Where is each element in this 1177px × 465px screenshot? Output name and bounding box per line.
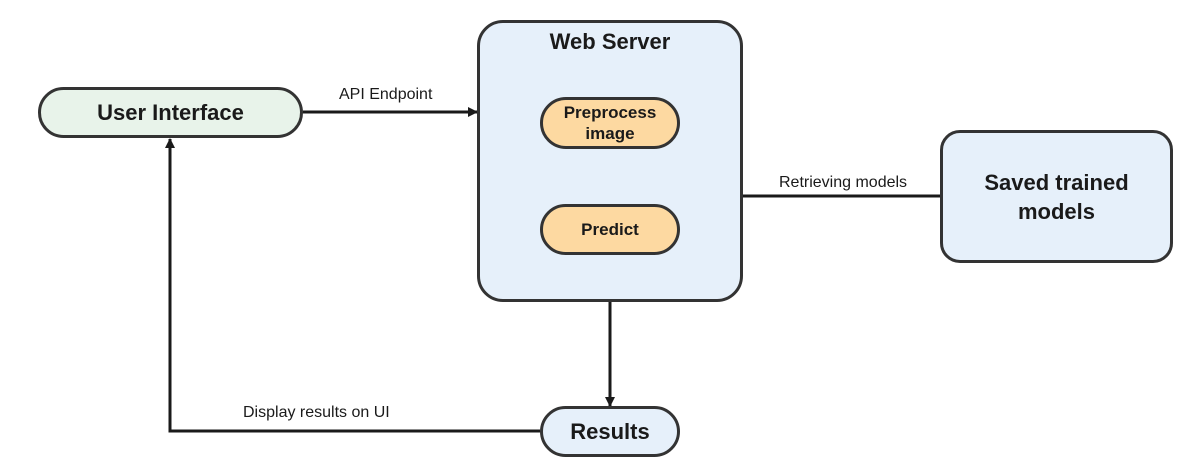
user-interface-node: User Interface bbox=[38, 87, 303, 138]
web-server-container: Web Server bbox=[477, 20, 743, 302]
predict-node: Predict bbox=[540, 204, 680, 255]
predict-label: Predict bbox=[581, 219, 639, 239]
preprocess-image-label: Preprocess image bbox=[563, 103, 657, 143]
api-endpoint-label: API Endpoint bbox=[339, 86, 433, 103]
results-node: Results bbox=[540, 406, 680, 457]
saved-trained-models-label: Saved trained models bbox=[984, 169, 1129, 224]
arrow-display-results bbox=[165, 138, 540, 433]
display-results-label: Display results on UI bbox=[243, 404, 390, 421]
web-server-title: Web Server bbox=[549, 29, 671, 54]
results-label: Results bbox=[570, 418, 650, 444]
preprocess-image-node: Preprocess image bbox=[540, 97, 680, 149]
retrieving-models-label: Retrieving models bbox=[779, 174, 908, 191]
saved-trained-models-node: Saved trained models bbox=[940, 130, 1173, 263]
user-interface-label: User Interface bbox=[97, 99, 244, 125]
